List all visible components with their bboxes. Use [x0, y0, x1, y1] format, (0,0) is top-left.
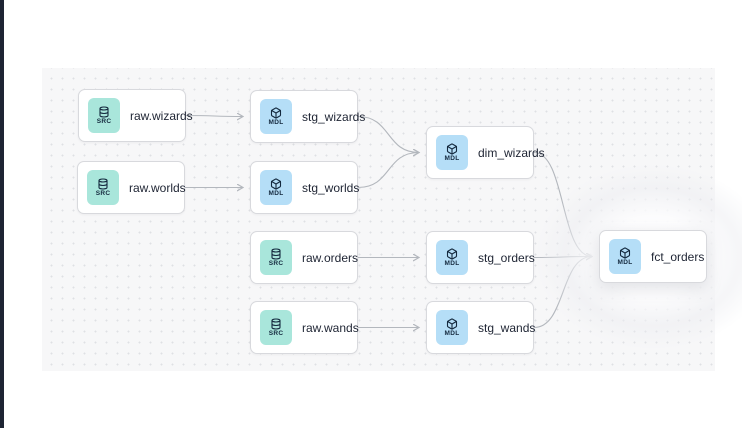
database-icon [98, 106, 110, 118]
node-fct-orders[interactable]: MDL fct_orders [599, 230, 707, 283]
badge-label: MDL [617, 258, 633, 266]
edge-raw-wizards-to-stg-wizards [185, 116, 243, 117]
badge-label: SRC [268, 329, 284, 337]
node-label: stg_wands [478, 320, 536, 335]
badge-label: MDL [268, 189, 284, 197]
mdl-badge: MDL [436, 310, 468, 345]
badge-label: SRC [95, 189, 111, 197]
edge-dim-wizards-to-fct-orders [533, 151, 592, 257]
node-raw-wizards[interactable]: SRC raw.wizards [78, 89, 193, 142]
node-dim-wizards[interactable]: MDL dim_wizards [426, 126, 545, 179]
cube-icon [446, 143, 458, 155]
node-label: stg_worlds [302, 180, 360, 195]
node-stg-wizards[interactable]: MDL stg_wizards [250, 90, 365, 143]
edge-stg-wands-to-fct-orders [533, 257, 592, 329]
node-raw-wands[interactable]: SRC raw.wands [250, 301, 359, 354]
edge-stg-worlds-to-dim-wizards [357, 153, 419, 189]
badge-label: MDL [268, 118, 284, 126]
database-icon [270, 318, 282, 330]
node-label: raw.wizards [130, 108, 193, 123]
database-icon [97, 178, 109, 190]
cube-icon [270, 107, 282, 119]
src-badge: SRC [260, 240, 292, 275]
node-stg-wands[interactable]: MDL stg_wands [426, 301, 536, 354]
mdl-badge: MDL [609, 239, 641, 274]
cube-icon [446, 248, 458, 260]
node-label: stg_wizards [302, 109, 366, 124]
edge-stg-orders-to-fct-orders [533, 257, 592, 258]
node-raw-worlds[interactable]: SRC raw.worlds [77, 161, 186, 214]
node-stg-worlds[interactable]: MDL stg_worlds [250, 161, 360, 214]
cube-icon [446, 318, 458, 330]
badge-label: SRC [268, 259, 284, 267]
badge-label: MDL [444, 259, 460, 267]
badge-label: MDL [444, 329, 460, 337]
badge-label: MDL [444, 154, 460, 162]
node-label: fct_orders [651, 249, 705, 264]
cube-icon [270, 178, 282, 190]
cube-icon [619, 247, 631, 259]
badge-label: SRC [96, 117, 112, 125]
node-label: raw.orders [302, 250, 359, 265]
node-label: raw.wands [302, 320, 359, 335]
mdl-badge: MDL [436, 240, 468, 275]
mdl-badge: MDL [436, 135, 468, 170]
node-label: raw.worlds [129, 180, 186, 195]
node-stg-orders[interactable]: MDL stg_orders [426, 231, 535, 284]
mdl-badge: MDL [260, 99, 292, 134]
window-left-edge [0, 0, 4, 428]
src-badge: SRC [260, 310, 292, 345]
src-badge: SRC [87, 170, 119, 205]
mdl-badge: MDL [260, 170, 292, 205]
node-label: dim_wizards [478, 145, 545, 160]
node-raw-orders[interactable]: SRC raw.orders [250, 231, 358, 284]
edge-stg-wizards-to-dim-wizards [357, 115, 419, 153]
node-label: stg_orders [478, 250, 535, 265]
database-icon [270, 248, 282, 260]
src-badge: SRC [88, 98, 120, 133]
